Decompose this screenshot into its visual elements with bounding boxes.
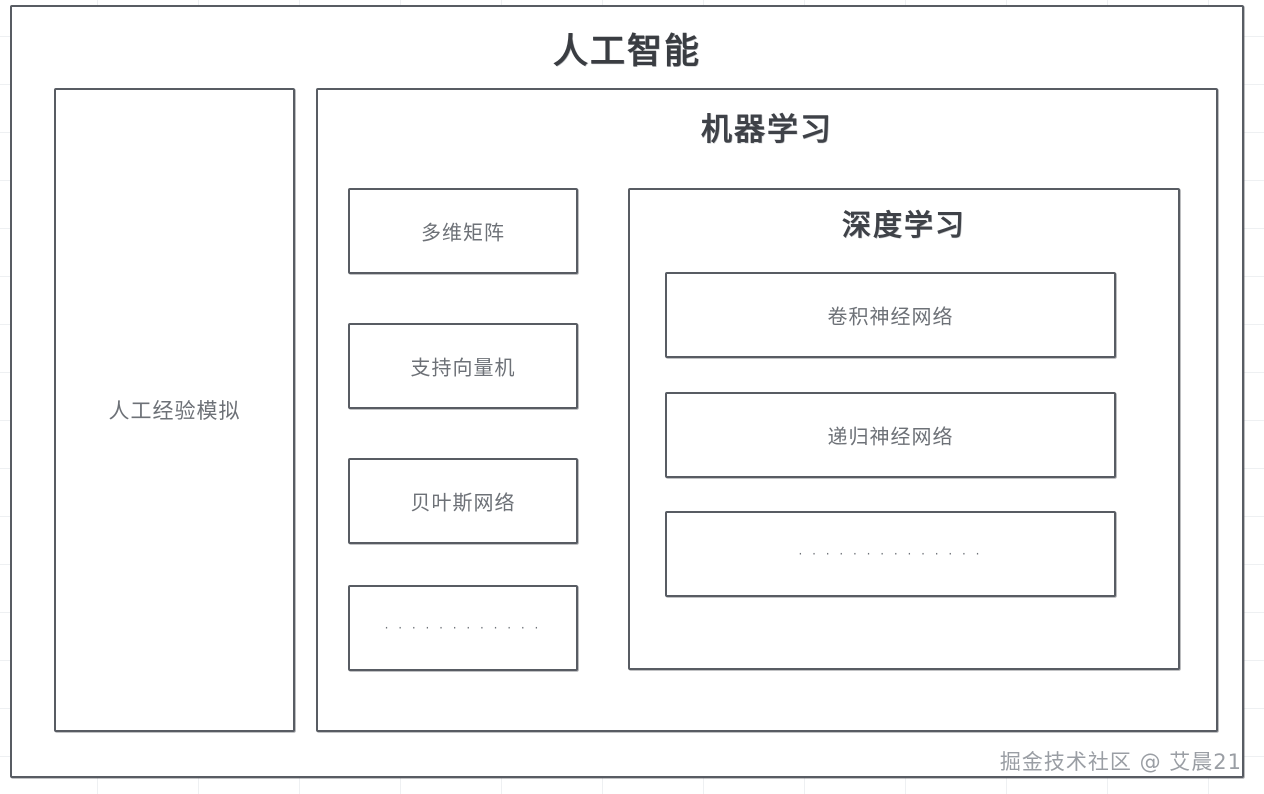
machine-learning-title: 机器学习	[701, 112, 833, 148]
dl-item-recurrent-neural-network: 递归神经网络	[665, 392, 1116, 478]
watermark: 掘金技术社区 @ 艾晨21	[999, 750, 1242, 774]
manual-experience-simulation-box: 人工经验模拟	[54, 88, 295, 732]
ml-item-label: 贝叶斯网络	[410, 490, 516, 515]
ml-item-bayesian-network: 贝叶斯网络	[348, 458, 578, 544]
ml-item-label: 多维矩阵	[421, 220, 505, 245]
dl-item-label: 卷积神经网络	[827, 304, 954, 329]
dl-item-convolutional-neural-network: 卷积神经网络	[665, 272, 1116, 358]
ml-item-ellipsis: · · · · · · · · · · · ·	[348, 585, 578, 671]
manual-experience-simulation-label: 人工经验模拟	[108, 399, 241, 423]
artificial-intelligence-title: 人工智能	[552, 32, 701, 72]
ml-item-support-vector-machine: 支持向量机	[348, 323, 578, 409]
deep-learning-title: 深度学习	[841, 208, 966, 242]
dl-item-label: 递归神经网络	[827, 424, 954, 449]
dl-item-ellipsis-label: · · · · · · · · · · · · · ·	[798, 547, 983, 561]
ml-item-label: 支持向量机	[410, 355, 516, 380]
dl-item-ellipsis: · · · · · · · · · · · · · ·	[665, 511, 1116, 597]
ml-item-multidimensional-matrix: 多维矩阵	[348, 188, 578, 274]
ml-item-ellipsis-label: · · · · · · · · · · · ·	[384, 621, 542, 635]
